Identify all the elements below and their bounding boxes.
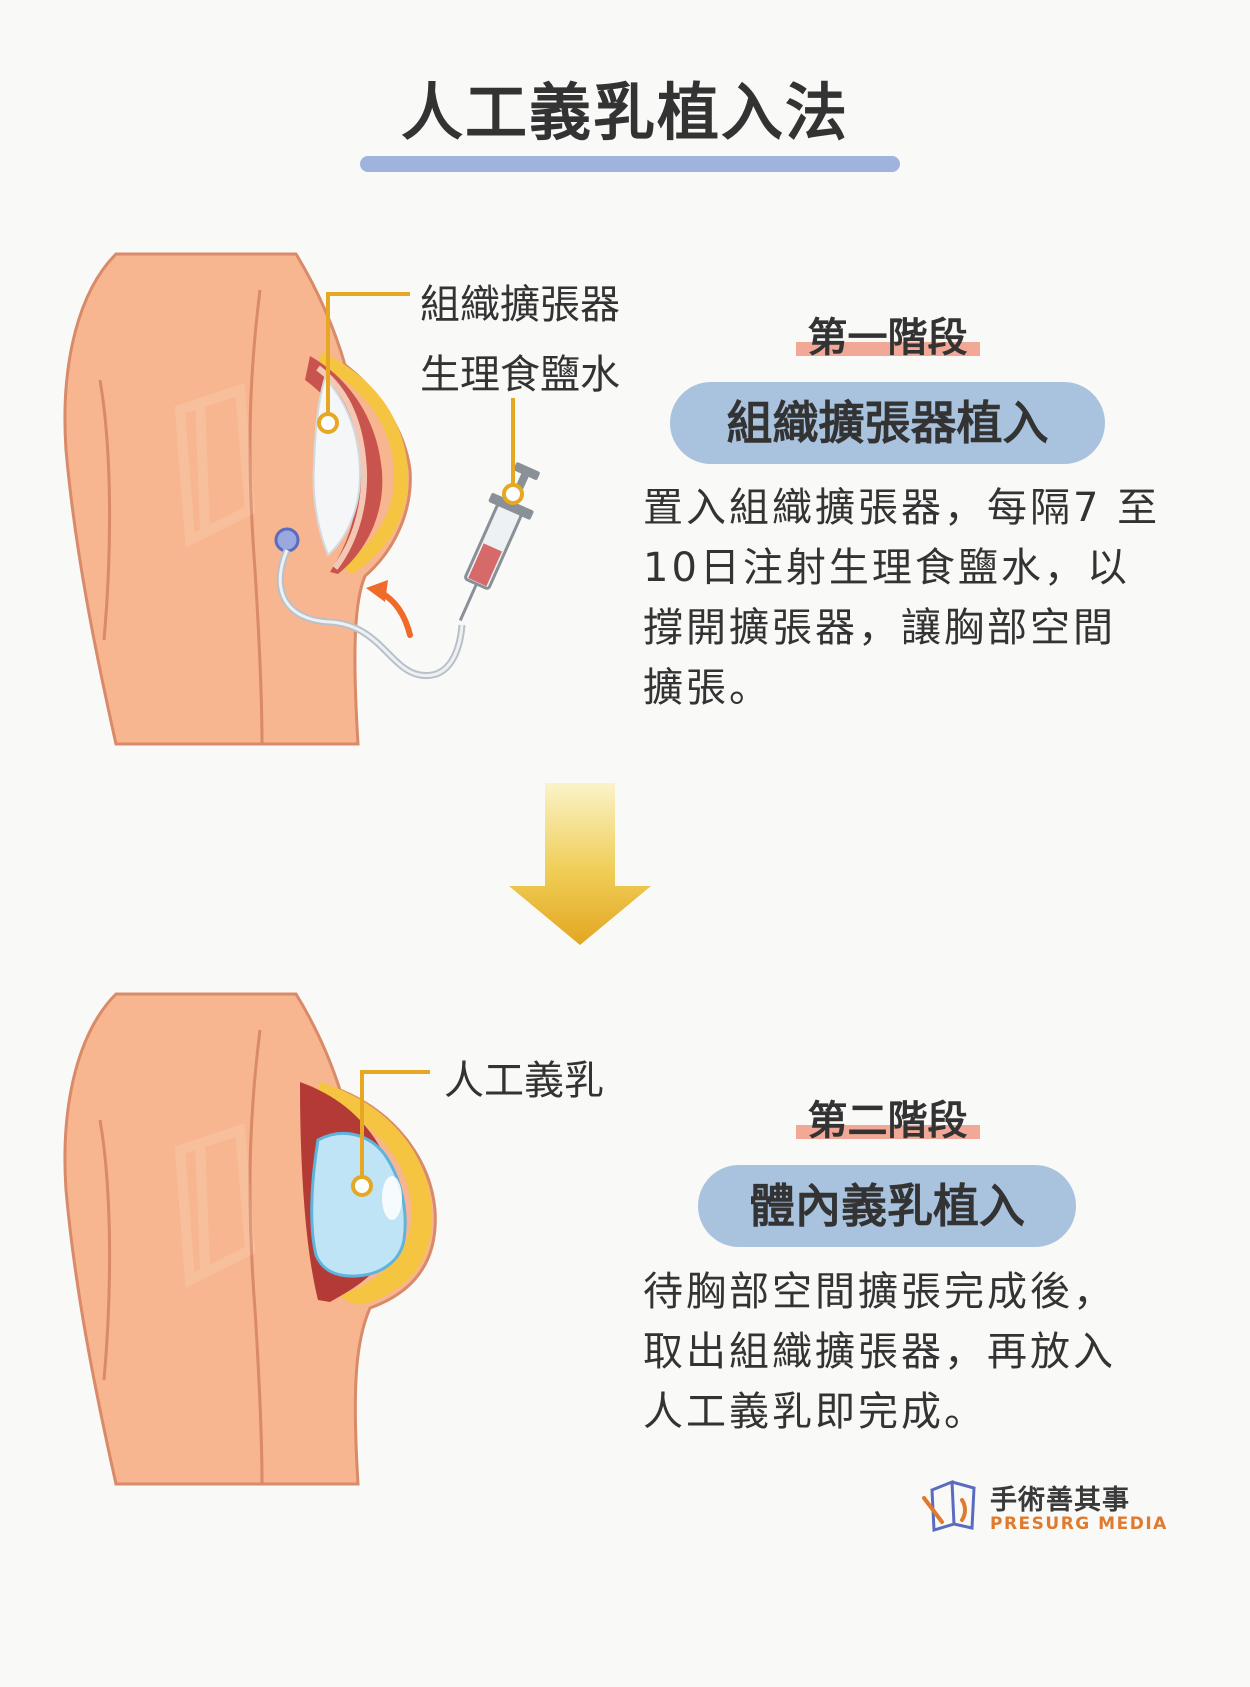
stage1-desc-line: 擴張。	[643, 665, 772, 711]
syringe-icon	[458, 462, 540, 622]
stage1-title: 組織擴張器植入	[670, 382, 1105, 464]
stage2-description: 待胸部空間擴張完成後， 取出組織擴張器，再放入 人工義乳即完成。	[643, 1262, 1163, 1442]
label-implant: 人工義乳	[444, 1058, 604, 1104]
stage2-desc-line: 人工義乳即完成。	[643, 1389, 987, 1435]
implant-shape	[310, 1131, 407, 1278]
stage2-desc-line: 待胸部空間擴張完成後，	[643, 1269, 1116, 1315]
diagram-expander	[63, 252, 540, 746]
stage1-desc-line: 置入組織擴張器，每隔7 至	[643, 485, 1161, 531]
brand-name-cn: 手術善其事	[990, 1485, 1130, 1516]
stage1-desc-line: 撐開擴張器，讓胸部空間	[643, 605, 1116, 651]
stage2-tag: 第二階段	[670, 1088, 1105, 1146]
brand-name-en: PRESURG MEDIA	[990, 1514, 1168, 1534]
fat-layer	[318, 352, 409, 574]
presurg-logo-icon	[922, 1479, 976, 1532]
stage1-tag: 第一階段	[670, 305, 1105, 363]
stage2-desc-line: 取出組織擴張器，再放入	[643, 1329, 1116, 1375]
diagram-implant	[63, 992, 437, 1486]
title-underline	[360, 156, 900, 172]
stage1-description: 置入組織擴張器，每隔7 至 10日注射生理食鹽水，以 撐開擴張器，讓胸部空間 擴…	[643, 478, 1163, 718]
label-expander: 組織擴張器	[420, 282, 620, 328]
label-saline: 生理食鹽水	[420, 352, 620, 398]
page-title: 人工義乳植入法	[400, 76, 849, 149]
muscle-layer	[305, 356, 383, 574]
stage2-title: 體內義乳植入	[698, 1165, 1076, 1247]
stage1-desc-line: 10日注射生理食鹽水，以	[643, 545, 1130, 591]
down-arrow-icon	[509, 783, 651, 945]
